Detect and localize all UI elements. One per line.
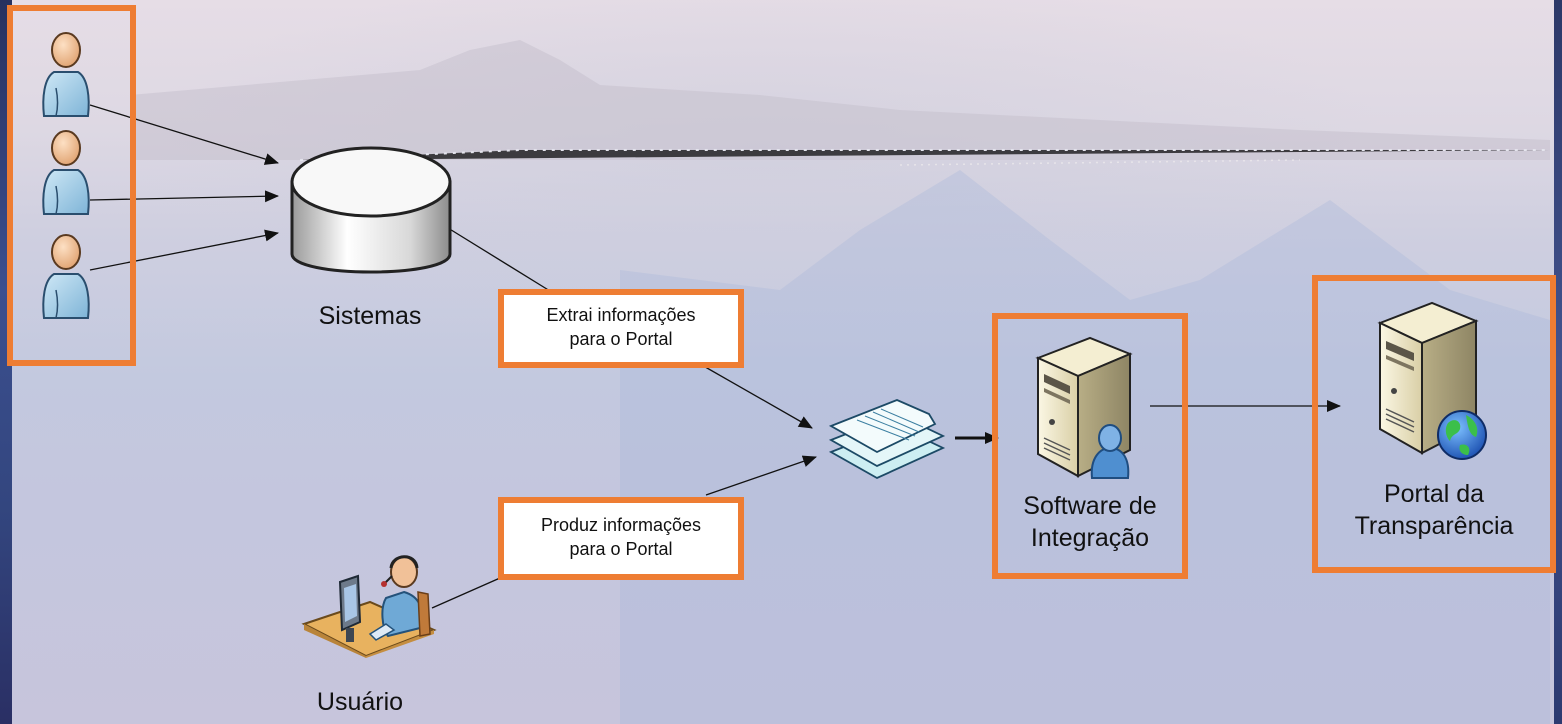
extract-info-line-1: Extrai informações [546,305,696,325]
portal-transparency-label-line-1: Portal da [1383,480,1485,508]
call-center-operator-icon [301,555,437,658]
arrow-user1-to-database [89,104,279,165]
user-icon [42,234,90,319]
database-label: Sistemas [318,302,422,330]
arrow-user2-to-database [89,190,279,203]
arrow-extract-to-documents [699,363,813,429]
web-server-globe-icon [1377,301,1487,460]
integration-software-frame [992,313,1188,579]
user-icon [42,130,90,215]
integration-software-label-line-2: Integração [1030,524,1150,552]
operator-label: Usuário [316,688,404,716]
portal-transparency-frame [1312,275,1556,573]
server-user-icon [1035,336,1133,479]
portal-transparency-label-line-2: Transparência [1354,512,1514,540]
extract-info-callout: Extrai informações para o Portal [498,289,744,368]
portal-transparency-label: Portal da Transparência [1318,478,1550,542]
arrow-database-to-documents [447,227,551,292]
background-edge-right [1554,0,1562,724]
integration-software-label-line-1: Software de [1023,492,1157,520]
arrow-operator-to-produce [431,577,501,609]
produce-info-callout: Produz informações para o Portal [498,497,744,580]
arrow-produce-to-documents [705,455,817,496]
arrow-user3-to-database [89,229,279,271]
produce-info-line-1: Produz informações [540,515,702,535]
produce-info-line-2: para o Portal [569,539,673,559]
extract-info-line-2: para o Portal [569,329,673,349]
database-icon [290,146,452,274]
user-icon [42,32,90,117]
documents-stack-icon [828,399,946,480]
users-group-frame [7,5,136,366]
integration-software-label: Software de Integração [998,490,1182,554]
